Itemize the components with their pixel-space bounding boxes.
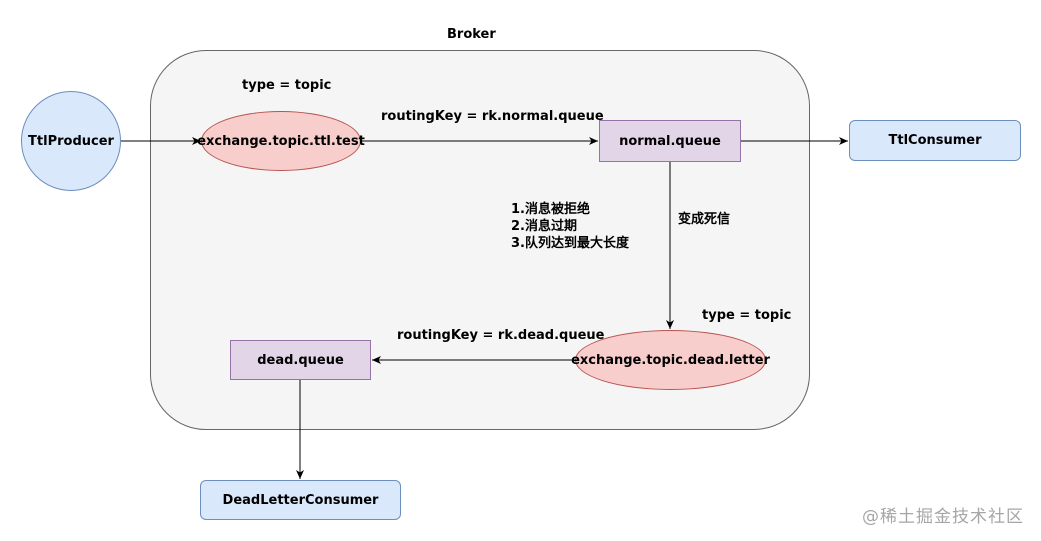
routing-key-normal-label: routingKey = rk.normal.queue (381, 109, 604, 124)
ttl-consumer-node: TtlConsumer (849, 120, 1021, 161)
exchange-dead-label: exchange.topic.dead.letter (571, 352, 770, 368)
routing-key-dead-label: routingKey = rk.dead.queue (397, 328, 605, 343)
reason-item: 1.消息被拒绝 (511, 202, 590, 217)
exchange-dead-node: exchange.topic.dead.letter (571, 330, 770, 390)
dead-letter-consumer-label: DeadLetterConsumer (222, 492, 379, 508)
dead-letter-reasons: 1.消息被拒绝 2.消息过期 3.队列达到最大长度 (511, 201, 629, 252)
normal-queue-label: normal.queue (619, 133, 721, 149)
producer-label: TtlProducer (28, 133, 114, 149)
reason-item: 2.消息过期 (511, 219, 577, 234)
dead-queue-label: dead.queue (257, 352, 344, 368)
broker-title: Broker (447, 27, 496, 42)
watermark: @稀土掘金技术社区 (862, 507, 1024, 527)
exchange-ttl-type-label: type = topic (242, 78, 332, 93)
exchange-dead-type-label: type = topic (702, 308, 792, 323)
exchange-ttl-node: exchange.topic.ttl.test (197, 111, 365, 171)
becomes-dead-letter-label: 变成死信 (678, 212, 731, 227)
dead-queue-node: dead.queue (230, 340, 371, 380)
exchange-ttl-label: exchange.topic.ttl.test (197, 133, 365, 149)
reason-item: 3.队列达到最大长度 (511, 236, 629, 251)
normal-queue-node: normal.queue (599, 120, 741, 162)
ttl-consumer-label: TtlConsumer (888, 133, 982, 148)
producer-node: TtlProducer (21, 91, 121, 191)
dead-letter-consumer-node: DeadLetterConsumer (200, 480, 401, 520)
